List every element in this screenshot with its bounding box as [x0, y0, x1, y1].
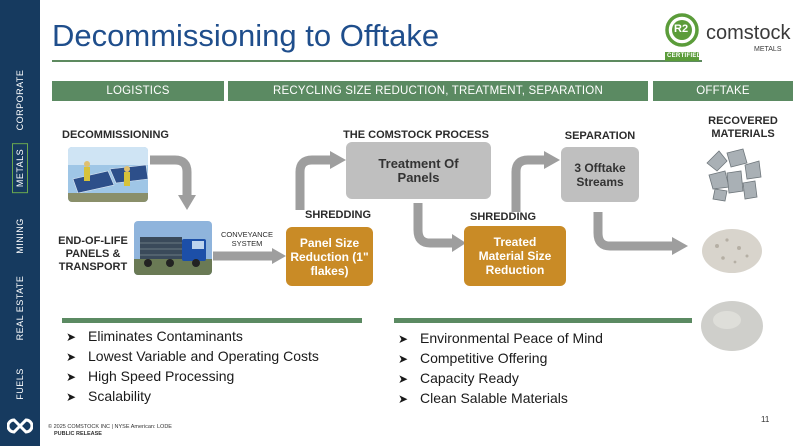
list-item: ➤ Scalability	[66, 386, 319, 406]
list-item: ➤ High Speed Processing	[66, 366, 319, 386]
arrow-streams-to-materials	[593, 212, 672, 251]
chevron-right-icon: ➤	[398, 332, 409, 346]
recovered-materials-label: RECOVERED MATERIALS	[708, 115, 778, 140]
recovered-powder-image	[697, 292, 767, 354]
logo-brand-sub: METALS	[754, 46, 782, 53]
transport-truck-photo	[134, 221, 212, 275]
treatment-text: Treatment Of Panels	[378, 155, 459, 185]
arrowhead	[178, 195, 196, 210]
arrowhead	[544, 151, 560, 169]
sidebar-nav: CORPORATE METALS MINING REAL ESTATE FUEL…	[0, 0, 40, 446]
arrowhead	[272, 248, 286, 264]
arrowhead	[452, 234, 466, 252]
logo-badge: R2	[674, 23, 689, 35]
footer: © 2025 COMSTOCK INC | NYSE American: LOD…	[48, 424, 172, 438]
shredding-label-2: SHREDDING	[470, 211, 537, 223]
recovered-glass-image	[697, 218, 767, 278]
list-item-text: Lowest Variable and Operating Costs	[88, 348, 319, 364]
treated-text: Treated Material Size Reduction	[478, 235, 552, 277]
r2-certified-logo	[665, 13, 699, 61]
chevron-right-icon: ➤	[66, 350, 77, 364]
list-item-text: High Speed Processing	[88, 368, 235, 384]
arrow-treatment-to-treated	[413, 203, 452, 248]
chevron-right-icon: ➤	[398, 372, 409, 386]
list-item: ➤ Eliminates Contaminants	[66, 326, 319, 346]
logo-brand: comstock	[706, 22, 791, 44]
header-logistics: LOGISTICS	[52, 81, 224, 101]
chevron-right-icon: ➤	[398, 352, 409, 366]
chevron-right-icon: ➤	[66, 330, 77, 344]
list-item: ➤ Environmental Peace of Mind	[398, 328, 603, 348]
process-title-label: THE COMSTOCK PROCESS	[343, 129, 489, 141]
list-item-text: Eliminates Contaminants	[88, 328, 243, 344]
recovered-aluminum-image	[697, 143, 767, 205]
footer-release: PUBLIC RELEASE	[54, 431, 102, 437]
footer-copyright: © 2025 COMSTOCK INC | NYSE American: LOD…	[48, 424, 172, 430]
list-item: ➤ Capacity Ready	[398, 368, 603, 388]
list-item: ➤ Lowest Variable and Operating Costs	[66, 346, 319, 366]
benefits-list-left: ➤ Eliminates Contaminants ➤ Lowest Variabl…	[66, 326, 319, 406]
chevron-right-icon: ➤	[66, 390, 77, 404]
shredding-label-1: SHREDDING	[305, 209, 372, 221]
arrow-panel-to-treatment	[295, 155, 330, 210]
offtake-streams-box: 3 Offtake Streams	[561, 147, 639, 202]
list-item-text: Competitive Offering	[420, 350, 548, 366]
right-bullets-rule	[394, 318, 692, 323]
chevron-right-icon: ➤	[66, 370, 77, 384]
left-bullets-rule	[62, 318, 362, 323]
panel-size-reduction-box: Panel Size Reduction (1" flakes)	[286, 227, 373, 286]
panel-size-text: Panel Size Reduction (1" flakes)	[290, 235, 369, 278]
treatment-box: Treatment Of Panels	[346, 142, 491, 199]
list-item: ➤ Competitive Offering	[398, 348, 603, 368]
logo-badge-sub: CERTIFIED	[667, 53, 702, 59]
list-item: ➤ Clean Salable Materials	[398, 388, 603, 408]
decommissioning-photo	[68, 147, 148, 202]
arrow-treated-to-streams	[511, 155, 544, 212]
treated-material-box: Treated Material Size Reduction	[464, 226, 566, 286]
list-item-text: Capacity Ready	[420, 370, 519, 386]
end-of-life-label: END-OF-LIFE PANELS & TRANSPORT	[58, 235, 128, 273]
title-divider	[52, 60, 702, 62]
benefits-list-right: ➤ Environmental Peace of Mind ➤ Competitiv…	[398, 328, 603, 408]
decommissioning-label: DECOMMISSIONING	[62, 129, 169, 141]
arrowhead	[672, 237, 688, 255]
infinity-icon	[7, 418, 33, 434]
list-item-text: Scalability	[88, 388, 152, 404]
page-number: 11	[761, 415, 770, 424]
separation-label: SEPARATION	[564, 130, 636, 142]
chevron-right-icon: ➤	[398, 392, 409, 406]
header-offtake: OFFTAKE	[653, 81, 793, 101]
page-title: Decommissioning to Offtake	[52, 18, 440, 53]
header-recycling: RECYCLING SIZE REDUCTION, TREATMENT, SEP…	[228, 81, 648, 101]
arrow-decom-to-truck	[150, 155, 192, 195]
arrowhead	[330, 151, 346, 169]
list-item-text: Environmental Peace of Mind	[420, 330, 603, 346]
conveyance-label: CONVEYANCE SYSTEM	[221, 230, 273, 248]
streams-text: 3 Offtake Streams	[574, 160, 626, 189]
company-logo: R2 CERTIFIED comstock METALS	[662, 10, 792, 68]
list-item-text: Clean Salable Materials	[420, 390, 568, 406]
